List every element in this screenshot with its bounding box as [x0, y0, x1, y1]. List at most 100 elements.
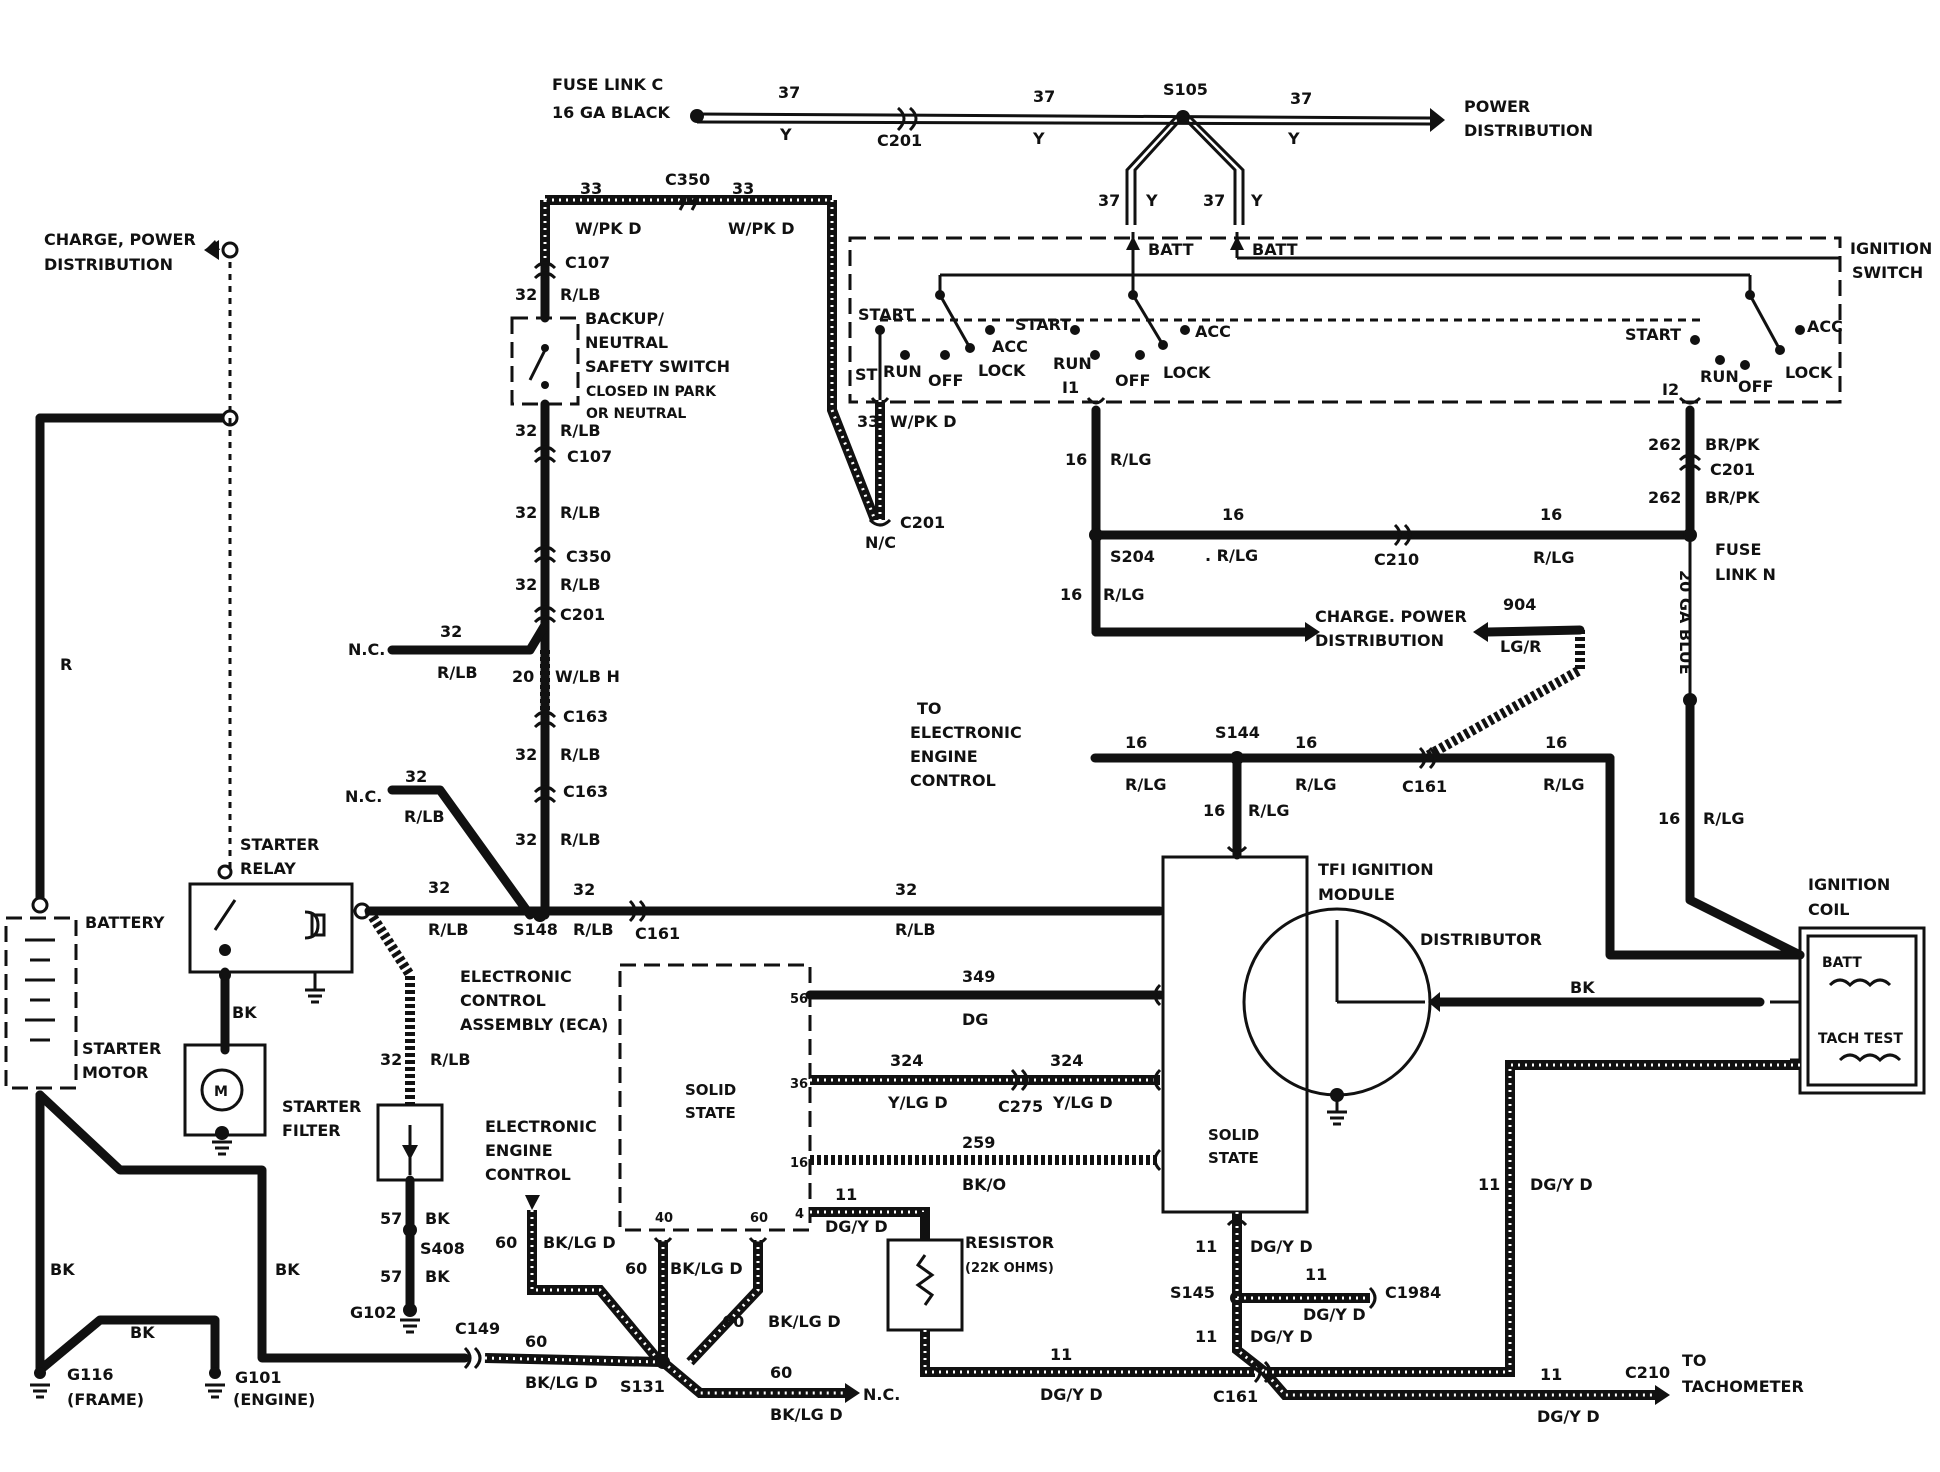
svg-text:324: 324	[890, 1051, 923, 1070]
svg-text:TACH TEST: TACH TEST	[1818, 1031, 1903, 1047]
svg-text:LINK N: LINK N	[1715, 565, 1776, 584]
connector-c275	[1010, 1068, 1029, 1092]
label-c275: C275	[998, 1097, 1043, 1116]
label-distributor: DISTRIBUTOR	[1420, 930, 1542, 949]
svg-text:16: 16	[1295, 733, 1317, 752]
svg-text:56: 56	[790, 992, 808, 1007]
svg-text:16: 16	[1658, 809, 1680, 828]
svg-text:32: 32	[405, 767, 427, 786]
electronic-control-assembly: ELECTRONIC CONTROL ASSEMBLY (ECA) SOLID …	[460, 963, 1165, 1232]
svg-text:16: 16	[1065, 450, 1087, 469]
svg-text:32: 32	[515, 575, 537, 594]
svg-text:SAFETY SWITCH: SAFETY SWITCH	[585, 357, 730, 376]
label-20-ga-blue: 20 GA BLUE	[1676, 570, 1695, 675]
svg-text:C201: C201	[900, 513, 945, 532]
battery	[4, 916, 78, 1090]
svg-text:11: 11	[1195, 1237, 1217, 1256]
fuse-link-c-node	[690, 109, 704, 123]
svg-text:R/LB: R/LB	[437, 663, 478, 682]
svg-text:R/LG: R/LG	[1110, 450, 1152, 469]
svg-text:DISTRIBUTION: DISTRIBUTION	[1464, 121, 1593, 140]
ignition-coil: IGNITION COIL BATT TACH TEST	[1770, 875, 1926, 1095]
svg-text:R/LB: R/LB	[428, 920, 469, 939]
svg-text:START: START	[1015, 315, 1071, 334]
svg-text:57: 57	[380, 1209, 402, 1228]
svg-text:SWITCH: SWITCH	[1852, 263, 1923, 282]
label-fuse-link-c: FUSE LINK C	[552, 75, 663, 94]
svg-text:W/PK D: W/PK D	[575, 219, 641, 238]
svg-text:33: 33	[857, 412, 879, 431]
svg-text:DG/Y D: DG/Y D	[1530, 1175, 1593, 1194]
svg-text:60: 60	[625, 1259, 647, 1278]
svg-text:32: 32	[380, 1050, 402, 1069]
svg-text:DG/Y D: DG/Y D	[825, 1217, 888, 1236]
svg-text:R/LB: R/LB	[560, 745, 601, 764]
label-starter-filter: STARTER	[282, 1097, 361, 1116]
svg-text:16: 16	[1545, 733, 1567, 752]
svg-text:R/LG: R/LG	[1533, 548, 1575, 567]
svg-text:R/LG: R/LG	[1703, 809, 1745, 828]
svg-text:OFF: OFF	[928, 371, 963, 390]
run-circuit: 16 R/LG 16 . R/LG S204 C210 16 R/LG 16 R…	[1060, 405, 1805, 960]
svg-text:N.C.: N.C.	[863, 1385, 900, 1404]
label-battery: BATTERY	[85, 913, 165, 932]
svg-text:16: 16	[1203, 801, 1225, 820]
svg-text:16: 16	[1060, 585, 1082, 604]
label-g101: G101	[235, 1368, 282, 1387]
svg-text:Y/LG D: Y/LG D	[887, 1093, 948, 1112]
svg-text:W/LB H: W/LB H	[555, 667, 620, 686]
label-c1984: C1984	[1385, 1283, 1441, 1302]
svg-text:R/LB: R/LB	[560, 830, 601, 849]
svg-text:BATT: BATT	[1252, 240, 1298, 259]
svg-text:LG/R: LG/R	[1500, 637, 1542, 656]
svg-text:(22K OHMS): (22K OHMS)	[965, 1261, 1054, 1276]
svg-text:BK/LG D: BK/LG D	[768, 1312, 841, 1331]
svg-text:BK: BK	[425, 1267, 450, 1286]
svg-text:16: 16	[1125, 733, 1147, 752]
svg-text:Y: Y	[1032, 129, 1045, 148]
svg-text:R: R	[60, 655, 72, 674]
svg-text:ACC: ACC	[1195, 322, 1231, 341]
label-to-eec: TO	[917, 699, 942, 718]
connector-c161-b	[628, 899, 647, 923]
svg-text:33: 33	[580, 179, 602, 198]
svg-text:DG/Y D: DG/Y D	[1303, 1305, 1366, 1324]
svg-text:M: M	[214, 1084, 228, 1100]
svg-text:COIL: COIL	[1808, 900, 1850, 919]
label-fuse-link-n: FUSE	[1715, 540, 1761, 559]
label-charge-power-distribution: CHARGE. POWER	[1315, 607, 1467, 626]
svg-text:BR/PK: BR/PK	[1705, 435, 1760, 454]
svg-text:CONTROL: CONTROL	[910, 771, 996, 790]
svg-text:BK/O: BK/O	[962, 1175, 1006, 1194]
svg-text:37: 37	[1290, 89, 1312, 108]
svg-text:OR NEUTRAL: OR NEUTRAL	[586, 406, 686, 422]
svg-text:C107: C107	[565, 253, 610, 272]
svg-text:N.C.: N.C.	[348, 640, 385, 659]
svg-text:Y: Y	[1287, 129, 1300, 148]
svg-text:BK: BK	[1570, 978, 1595, 997]
svg-text:TACHOMETER: TACHOMETER	[1682, 1377, 1804, 1396]
svg-text:N.C.: N.C.	[345, 787, 382, 806]
svg-text:60: 60	[495, 1233, 517, 1252]
svg-text:DG/Y D: DG/Y D	[1250, 1327, 1313, 1346]
svg-text:ST: ST	[855, 365, 878, 384]
starter-relay	[188, 882, 354, 974]
label-c210-lower: C210	[1625, 1363, 1670, 1382]
svg-text:37: 37	[1203, 191, 1225, 210]
svg-text:STATE: STATE	[685, 1104, 736, 1122]
svg-text:R/LB: R/LB	[560, 503, 601, 522]
svg-text:W/PK D: W/PK D	[728, 219, 794, 238]
svg-text:START: START	[858, 305, 914, 324]
svg-text:C107: C107	[567, 447, 612, 466]
svg-text:BK/LG D: BK/LG D	[543, 1233, 616, 1252]
label-power-distribution: POWER	[1464, 97, 1530, 116]
svg-text:16: 16	[790, 1156, 808, 1171]
svg-text:RELAY: RELAY	[240, 859, 296, 878]
label-charge-power-left: CHARGE, POWER	[44, 230, 196, 249]
svg-text:BK: BK	[425, 1209, 450, 1228]
svg-text:BK/LG D: BK/LG D	[525, 1373, 598, 1392]
label-g102: G102	[350, 1303, 397, 1322]
svg-text:N/C: N/C	[865, 533, 896, 552]
svg-text:C201: C201	[560, 605, 605, 624]
svg-text:BATT: BATT	[1822, 955, 1862, 971]
